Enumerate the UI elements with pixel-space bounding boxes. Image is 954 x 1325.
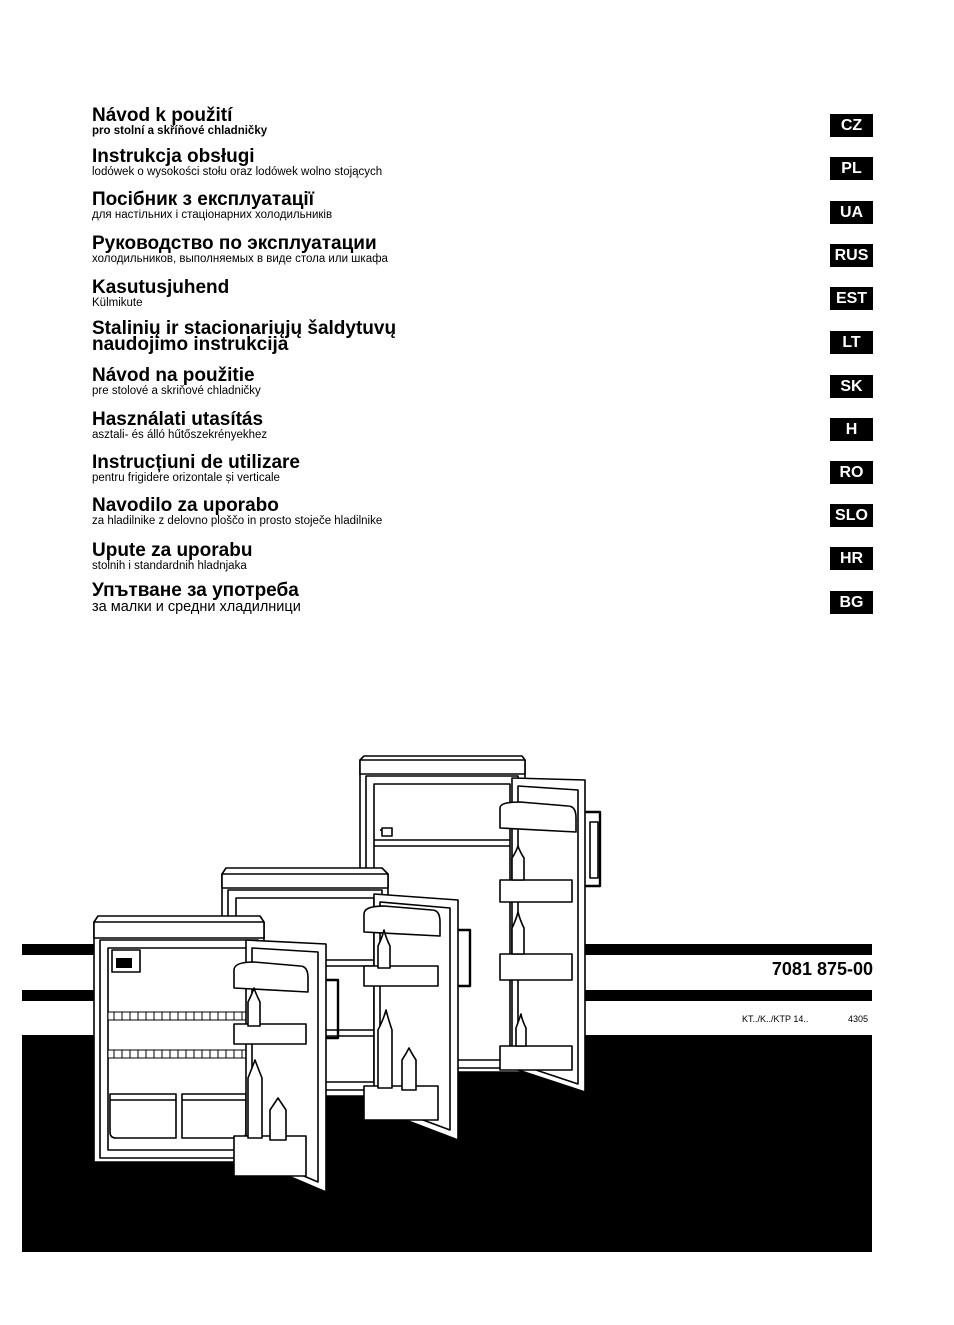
language-badge-ro: RO — [830, 461, 873, 484]
manual-entry-ua: Посібник з експлуатації для настільних і… — [92, 189, 792, 221]
language-badge-bg: BG — [830, 591, 873, 614]
model-range: KT../K../KTP 14.. — [742, 1014, 809, 1024]
manual-subtitle: pentru frigidere orizontale și verticale — [92, 472, 280, 484]
manual-entry-h: Használati utasítás asztali- és álló hűt… — [92, 409, 792, 441]
manual-entry-lt: Stalinių ir stacionariųjų šaldytuvų naud… — [92, 318, 792, 355]
manual-title-line2: naudojimo instrukcija — [92, 334, 289, 355]
language-badge-lt: LT — [830, 331, 873, 354]
language-badge-hr: HR — [830, 547, 873, 570]
language-badge-ua: UA — [830, 201, 873, 224]
manual-subtitle: pre stolové a skriňové chladničky — [92, 385, 261, 397]
manual-title: Návod k použití — [92, 105, 233, 126]
batch-number: 4305 — [848, 1014, 869, 1024]
manual-entry-bg: Упътване за употреба за малки и средни х… — [92, 580, 792, 615]
manual-subtitle: lodówek o wysokości stołu oraz lodówek w… — [92, 166, 383, 178]
manual-title: Návod na použitie — [92, 365, 255, 386]
manual-subtitle: za hladilnike z delovno ploščo in prosto… — [92, 515, 383, 527]
manual-entry-rus: Руководство по эксплуатации холодильнико… — [92, 233, 792, 265]
manual-subtitle: за малки и средни хладилници — [92, 599, 301, 615]
language-badge-est: EST — [830, 287, 873, 310]
language-badge-h: H — [830, 418, 873, 441]
manual-entry-slo: Navodilo za uporabo za hladilnike z delo… — [92, 495, 792, 527]
manual-entry-hr: Upute za uporabu stolnih i standardnih h… — [92, 540, 792, 572]
manual-subtitle: asztali- és álló hűtőszekrényekhez — [92, 429, 268, 441]
language-badge-rus: RUS — [830, 244, 873, 267]
manual-entry-cz: Návod k použití pro stolní a skříňové ch… — [92, 105, 792, 137]
manual-title: Упътване за употреба — [92, 580, 299, 601]
manual-title: Руководство по эксплуатации — [92, 233, 377, 254]
manual-title: Navodilo za uporabo — [92, 495, 279, 516]
manual-title: Посібник з експлуатації — [92, 189, 315, 210]
manual-title: Kasutusjuhend — [92, 277, 230, 298]
manual-entry-sk: Návod na použitie pre stolové a skriňové… — [92, 365, 792, 397]
manual-subtitle: pro stolní a skříňové chladničky — [92, 125, 268, 137]
manual-entry-est: Kasutusjuhend Külmikute — [92, 277, 792, 309]
manual-title: Instrucțiuni de utilizare — [92, 452, 300, 473]
document-number: 7081 875-00 — [771, 959, 873, 979]
language-badge-sk: SK — [830, 375, 873, 398]
manual-title: Upute za uporabu — [92, 540, 253, 561]
manual-entry-pl: Instrukcja obsługi lodówek o wysokości s… — [92, 146, 792, 178]
manual-title: Instrukcja obsługi — [92, 146, 255, 167]
language-badge-slo: SLO — [830, 504, 873, 527]
manual-subtitle: Külmikute — [92, 297, 143, 309]
manual-title: Stalinių ir stacionariųjų šaldytuvų — [92, 318, 397, 339]
manual-entry-ro: Instrucțiuni de utilizare pentru frigide… — [92, 452, 792, 484]
language-badge-cz: CZ — [830, 114, 873, 137]
small-fridge — [93, 915, 340, 1193]
manual-subtitle: stolnih i standardnih hladnjaka — [92, 560, 247, 572]
language-badge-pl: PL — [830, 157, 873, 180]
manual-title: Használati utasítás — [92, 409, 264, 430]
manual-subtitle: холодильников, выполняемых в виде стола … — [92, 253, 388, 265]
manual-subtitle: для настільних і стаціонарних холодильни… — [92, 209, 333, 221]
